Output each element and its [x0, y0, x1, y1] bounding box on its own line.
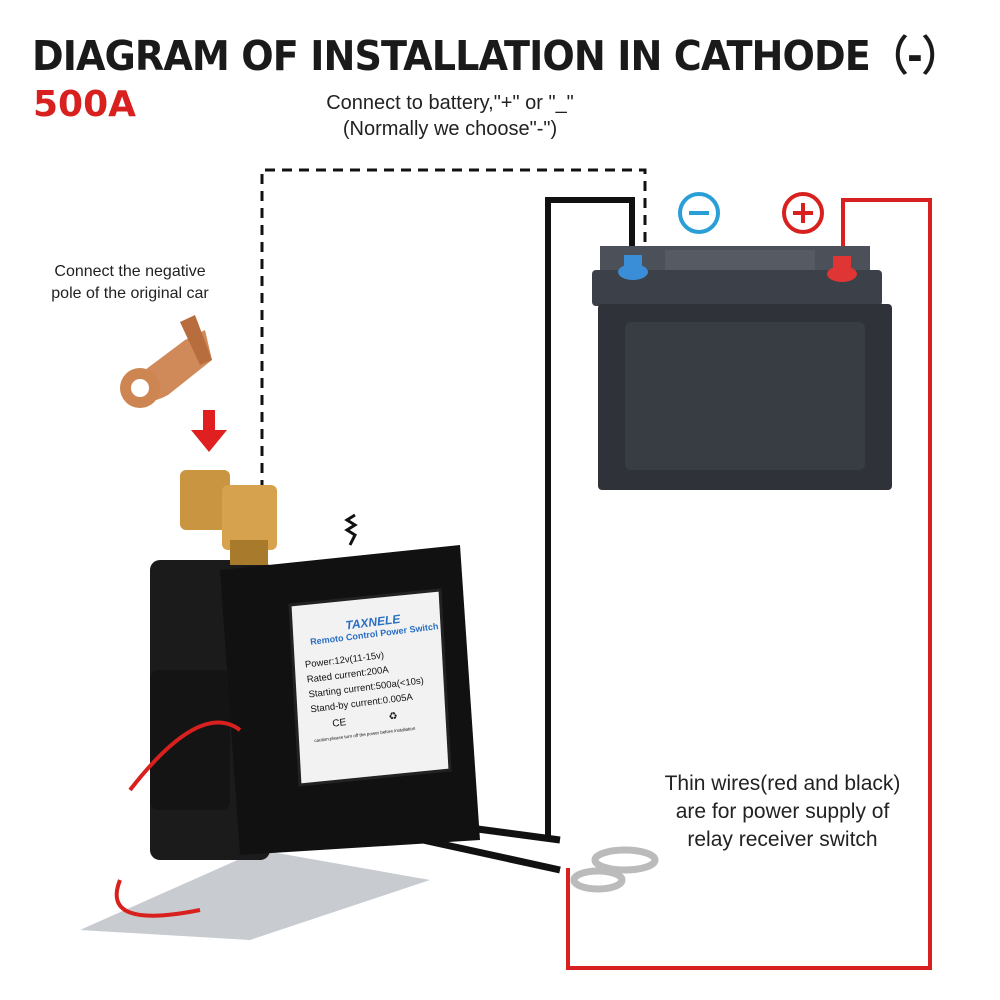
positive-symbol-icon [782, 192, 824, 234]
note-line: Thin wires(red and black) [664, 772, 901, 795]
negative-pole-note: Connect the negative pole of the origina… [25, 261, 235, 305]
page-title: DIAGRAM OF INSTALLATION IN CATHODE（-） [32, 32, 960, 80]
note-line: relay receiver switch [687, 828, 878, 851]
ring-terminal [591, 846, 659, 874]
copper-lug-icon [120, 315, 212, 408]
recycle-icon: ♻ [388, 710, 399, 723]
note-line: (Normally we choose"-") [342, 118, 558, 140]
black-wire [545, 197, 635, 840]
current-rating: 500A [33, 84, 137, 125]
arrow-down-icon [191, 410, 227, 452]
note-line: are for power supply of [675, 800, 890, 823]
relay-label: TAXNELE Remoto Control Power Switch Powe… [300, 606, 459, 743]
dashed-wire [260, 168, 647, 490]
ce-mark: CE [331, 717, 347, 730]
relay [80, 470, 659, 940]
thin-wires-note: Thin wires(red and black) are for power … [640, 770, 925, 854]
note-line: Connect the negative [54, 263, 206, 280]
battery [592, 246, 892, 490]
red-wire [566, 198, 932, 970]
note-line: pole of the original car [51, 285, 209, 302]
battery-connect-note: Connect to battery,"+" or "_" (Normally … [305, 90, 595, 142]
ring-terminal [570, 867, 626, 893]
note-line: Connect to battery,"+" or "_" [326, 92, 574, 114]
negative-symbol-icon [678, 192, 720, 234]
